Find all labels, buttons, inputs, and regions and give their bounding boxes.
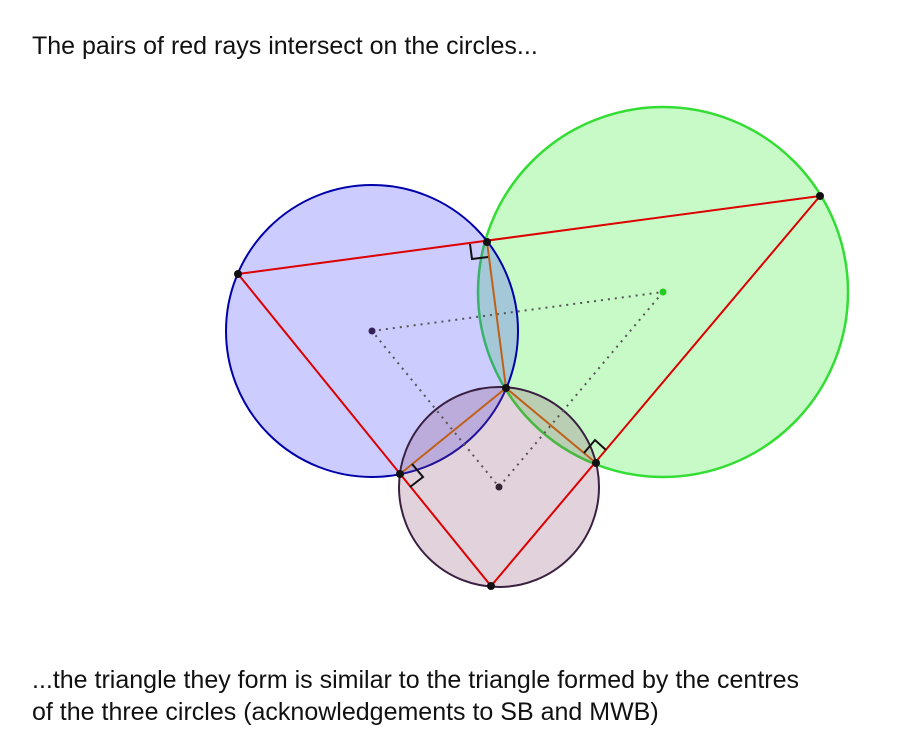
right-angle-mark-b	[469, 243, 489, 261]
caption-bottom: ...the triangle they form is similar to …	[32, 664, 892, 728]
point-g	[487, 582, 495, 590]
centre-purple	[495, 483, 503, 491]
red-ray-top	[237, 195, 821, 275]
segment-b-d	[486, 241, 507, 389]
caption-top: The pairs of red rays intersect on the c…	[32, 32, 538, 60]
centres-triangle	[370, 290, 666, 489]
points	[234, 192, 824, 590]
caption-bottom-line2: of the three circles (acknowledgements t…	[32, 698, 659, 726]
orange-segments	[399, 241, 597, 475]
red-ray-right	[490, 195, 821, 587]
centre-green	[659, 288, 667, 296]
point-a	[234, 270, 242, 278]
segment-e-d	[399, 387, 507, 475]
point-c	[816, 192, 824, 200]
caption-bottom-line1: ...the triangle they form is similar to …	[32, 666, 800, 694]
right-angle-mark-f	[583, 438, 607, 454]
point-f	[592, 459, 600, 467]
circles	[225, 105, 850, 588]
red-rays	[237, 195, 821, 587]
right-angle-marks	[409, 243, 607, 488]
red-ray-left	[237, 273, 492, 587]
point-e	[396, 470, 404, 478]
point-d	[502, 384, 510, 392]
point-b	[483, 238, 491, 246]
segment-f-d	[505, 387, 597, 464]
centre-blue	[368, 327, 376, 335]
dotted-centres-triangle	[370, 290, 666, 489]
right-angle-mark-e	[409, 463, 425, 488]
